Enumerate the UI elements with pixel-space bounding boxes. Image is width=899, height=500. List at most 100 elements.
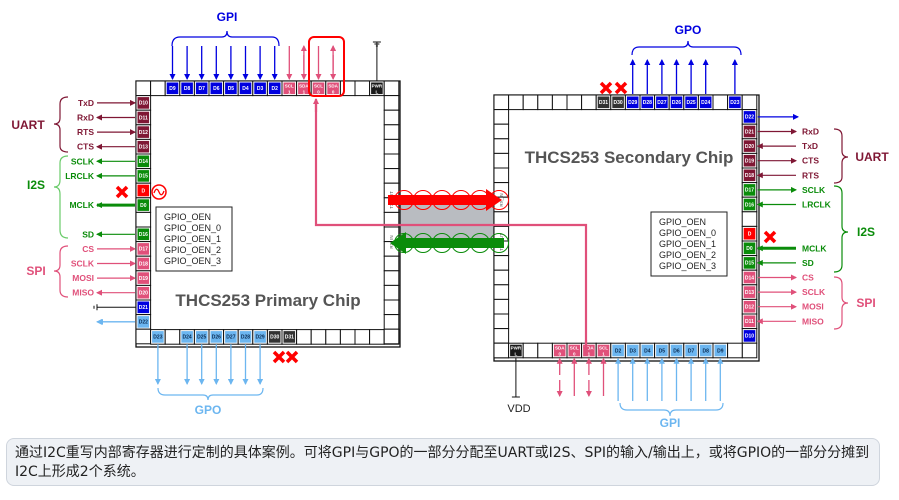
primary-gpi-label: GPI: [217, 10, 238, 24]
pin-label: D11: [139, 115, 148, 121]
signal-label-sd: SD: [82, 229, 94, 239]
pin: [137, 184, 150, 197]
primary-chip-title: THCS253 Primary Chip: [175, 291, 360, 310]
pin: [743, 271, 756, 284]
pin: [743, 257, 756, 269]
pin: [714, 344, 727, 357]
pin-label: D4: [644, 348, 651, 354]
secondary-spi-group-label: SPI: [856, 296, 875, 310]
pin: [743, 184, 756, 196]
pin-label: D23: [730, 100, 739, 106]
secondary-chip-title: THCS253 Secondary Chip: [525, 148, 734, 167]
pin: [137, 272, 150, 284]
pin-cell: [537, 342, 553, 359]
pin-label: D22: [745, 115, 754, 121]
pin-label: D24: [183, 335, 192, 341]
pin-label: D: [748, 232, 752, 238]
signal-label-lrclk: LRCLK: [65, 171, 95, 181]
vdd-label: VDD: [507, 403, 530, 415]
pin-label: D16: [139, 232, 148, 238]
gpi-brace: [619, 402, 724, 417]
signal-label-miso: MISO: [802, 316, 824, 326]
pin-label: D0: [746, 246, 753, 252]
secondary-i2s-group-label: I2S: [857, 225, 875, 239]
pin: [670, 96, 683, 109]
pin-cell: [383, 138, 400, 155]
pin: [670, 344, 683, 357]
pin-label: SCL: [314, 83, 323, 88]
x-stroke: [285, 350, 299, 364]
pin: [210, 331, 223, 343]
signal-label-txd: TxD: [78, 98, 94, 108]
pin-cell: [383, 284, 400, 301]
pin-cell: [493, 284, 510, 300]
pin: [685, 96, 697, 109]
pin-cell: [354, 329, 371, 345]
pin-label: D13: [139, 145, 148, 151]
pin: [743, 315, 756, 328]
signal-label-sd: SD: [802, 258, 814, 268]
pin: [729, 96, 741, 109]
pin: [137, 316, 150, 328]
pin: [210, 82, 223, 95]
rx-arrow-head: [390, 232, 406, 254]
pin: [641, 344, 654, 357]
signal-label-mosi: MOSI: [72, 273, 94, 283]
pin-cell: [493, 94, 510, 111]
signal-label-rts: RTS: [802, 170, 819, 180]
pin: [656, 96, 668, 109]
pin-label: D2: [271, 86, 278, 92]
pin: [685, 344, 697, 357]
secondary-gpo-label: GPO: [675, 23, 702, 37]
pin-label: D0: [140, 203, 147, 209]
pin: [743, 227, 756, 240]
pin-cell: [493, 123, 510, 140]
pin: [152, 331, 164, 343]
pin-label: SDA: [328, 83, 338, 88]
spi-brace: [53, 245, 69, 298]
pin-label: D22: [139, 320, 148, 326]
pin-label: D8: [702, 348, 709, 354]
signal-label-miso: MISO: [72, 288, 94, 298]
signal-label-cs: CS: [802, 273, 814, 283]
pin-cell: [493, 342, 510, 359]
disabled-x-icon: [115, 185, 129, 199]
pin-label: D3: [257, 86, 264, 92]
pin-cell: [727, 342, 743, 359]
pin-label: D5: [228, 86, 235, 92]
pin-cell: [135, 80, 152, 97]
pin-cell: [493, 328, 510, 344]
signal-label-rxd: RxD: [77, 113, 94, 123]
pin-cell: [566, 94, 583, 111]
pin-label: 1: [588, 352, 591, 357]
pin: [137, 97, 150, 109]
signal-label-mclk: MCLK: [802, 243, 827, 253]
pin-cell: [493, 152, 510, 169]
pin-label: D30: [270, 335, 279, 341]
pin-label: D31: [285, 335, 294, 341]
pin-label: L: [376, 89, 379, 94]
pin-cell: [581, 94, 597, 111]
pin-cell: [383, 80, 400, 97]
x-stroke: [599, 81, 613, 95]
signal-label-cts: CTS: [77, 142, 94, 152]
pin: [137, 199, 150, 211]
pin-label: D21: [745, 129, 754, 135]
x-stroke: [763, 230, 777, 244]
pin-cell: [383, 270, 400, 286]
pin: [656, 344, 668, 357]
pin-cell: [537, 94, 553, 111]
pin-label: SCL: [599, 346, 608, 351]
pin-label: D20: [139, 291, 148, 297]
pin-cell: [383, 328, 400, 345]
register-name: GPIO_OEN: [164, 212, 211, 222]
pin: [298, 82, 310, 95]
pin: [743, 125, 756, 138]
primary-spi-group-label: SPI: [26, 264, 45, 278]
gpo-brace: [157, 387, 264, 401]
signal-label-sclk: SCLK: [71, 156, 95, 166]
pin-cell: [150, 80, 166, 97]
pin: [137, 111, 150, 124]
pin-label: D25: [197, 335, 206, 341]
pin-label: SCL: [285, 83, 294, 88]
